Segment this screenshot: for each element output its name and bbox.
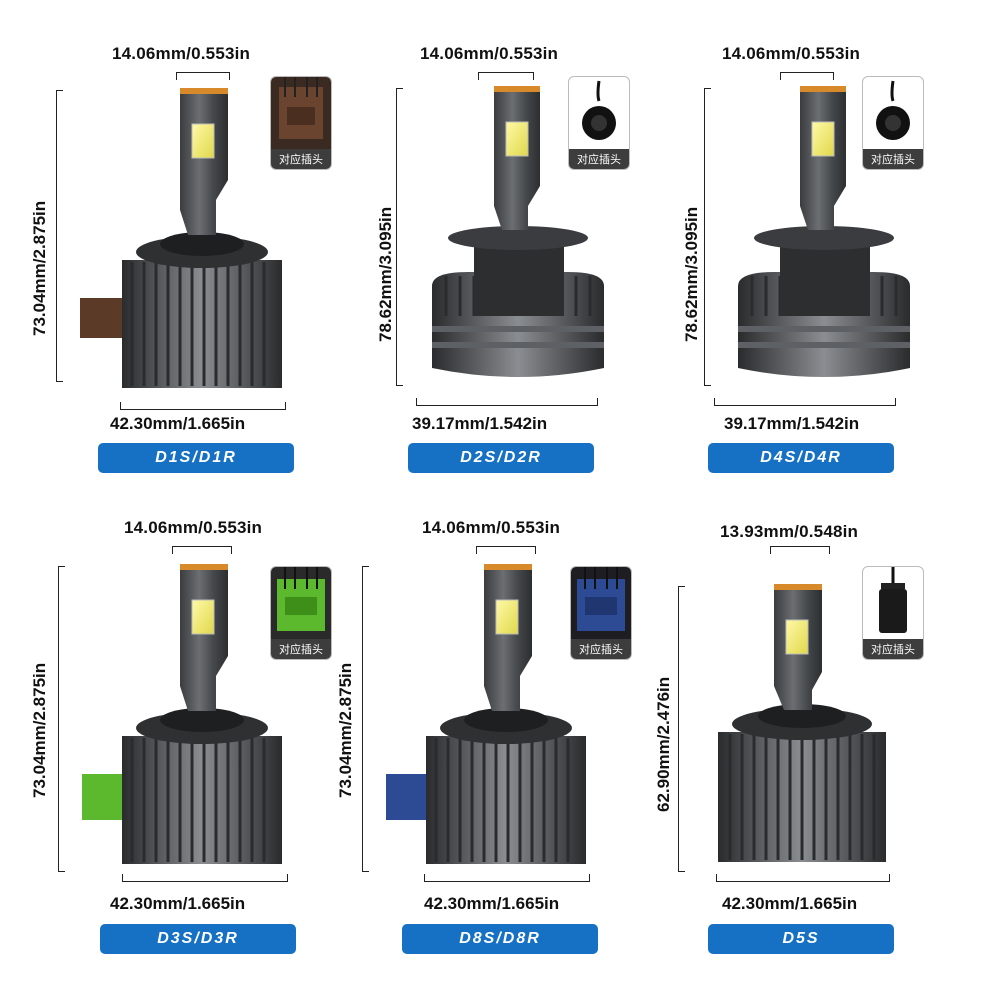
model-badge: D5S xyxy=(708,924,894,954)
connector-blue-icon xyxy=(571,567,631,639)
connector-label: 对应插头 xyxy=(571,639,631,659)
top-dimension: 14.06mm/0.553in xyxy=(422,518,561,537)
model-badge: D8S/D8R xyxy=(402,924,598,954)
connector-thumbnail: 对应插头 xyxy=(568,76,630,170)
side-dimension: 78.62mm/3.095in xyxy=(376,206,395,342)
product-panel-d8s: 14.06mm/0.553in 73.04mm/2.875in 对应插头 42.… xyxy=(330,500,650,990)
bottom-dimension-line xyxy=(424,874,590,882)
connector-thumbnail: 对应插头 xyxy=(570,566,632,660)
bottom-dimension-line xyxy=(416,398,598,406)
d3s-bulb-image xyxy=(82,564,282,864)
top-dimension: 14.06mm/0.553in xyxy=(124,518,263,537)
connector-green-icon xyxy=(271,567,331,639)
top-dimension-line xyxy=(176,72,230,80)
connector-thumbnail: 对应插头 xyxy=(862,76,924,170)
top-dimension-line xyxy=(780,72,834,80)
side-dimension: 62.90mm/2.476in xyxy=(654,676,673,812)
product-panel-d4s: 14.06mm/0.553in 78.62mm/3.095in 对应插头 39.… xyxy=(660,0,980,490)
model-badge: D1S/D1R xyxy=(98,443,294,473)
top-dimension: 14.06mm/0.553in xyxy=(112,44,251,63)
d2s-bulb-image xyxy=(432,86,604,377)
side-dimension-line xyxy=(362,566,369,872)
connector-label: 对应插头 xyxy=(863,149,923,169)
bottom-dimension-line xyxy=(122,874,288,882)
connector-thumbnail: 对应插头 xyxy=(270,76,332,170)
connector-label: 对应插头 xyxy=(569,149,629,169)
top-dimension-line xyxy=(478,72,534,80)
top-dimension: 14.06mm/0.553in xyxy=(420,44,559,63)
side-dimension-line xyxy=(58,566,65,872)
bottom-dimension: 39.17mm/1.542in xyxy=(412,414,548,433)
side-dimension: 73.04mm/2.875in xyxy=(336,662,355,798)
product-panel-d5s: 13.93mm/0.548in 62.90mm/2.476in 对应插头 42.… xyxy=(654,500,980,990)
connector-label: 对应插头 xyxy=(271,149,331,169)
product-panel-d2s: 14.06mm/0.553in 78.62mm/3.095in 对应插头 39.… xyxy=(340,0,660,490)
bottom-dimension-line xyxy=(120,402,286,410)
model-badge: D4S/D4R xyxy=(708,443,894,473)
bottom-dimension: 42.30mm/1.665in xyxy=(110,414,246,433)
d4s-bulb-image xyxy=(738,86,910,377)
top-dimension-line xyxy=(172,546,232,554)
product-panel-d1s: 14.06mm/0.553in 73.04mm/2.875in 对应插头 42.… xyxy=(0,0,332,490)
connector-thumbnail: 对应插头 xyxy=(862,566,924,660)
round-socket-icon xyxy=(582,80,616,140)
top-dimension-line xyxy=(476,546,536,554)
side-dimension-line xyxy=(678,586,685,872)
side-dimension: 73.04mm/2.875in xyxy=(30,200,49,336)
bottom-dimension-line xyxy=(716,874,890,882)
black-plug-icon xyxy=(879,567,907,633)
top-dimension: 14.06mm/0.553in xyxy=(722,44,861,63)
side-dimension-line xyxy=(704,88,711,386)
d1s-bulb-image xyxy=(80,88,282,388)
side-dimension-line xyxy=(396,88,403,386)
d8s-bulb-image xyxy=(386,564,586,864)
top-dimension-line xyxy=(770,546,830,554)
side-dimension: 78.62mm/3.095in xyxy=(682,206,701,342)
round-socket-icon xyxy=(876,80,910,140)
model-badge: D2S/D2R xyxy=(408,443,594,473)
connector-label: 对应插头 xyxy=(271,639,331,659)
connector-brown-icon xyxy=(271,77,331,149)
d5s-bulb-image xyxy=(718,584,886,862)
product-panel-d3s: 14.06mm/0.553in 73.04mm/2.875in 对应插头 42.… xyxy=(0,500,332,990)
side-dimension-line xyxy=(56,90,63,382)
side-dimension: 73.04mm/2.875in xyxy=(30,662,49,798)
connector-thumbnail: 对应插头 xyxy=(270,566,332,660)
top-dimension: 13.93mm/0.548in xyxy=(720,522,859,541)
bottom-dimension: 42.30mm/1.665in xyxy=(424,894,560,913)
connector-label: 对应插头 xyxy=(863,639,923,659)
bottom-dimension-line xyxy=(714,398,896,406)
bottom-dimension: 42.30mm/1.665in xyxy=(722,894,858,913)
model-badge: D3S/D3R xyxy=(100,924,296,954)
bottom-dimension: 42.30mm/1.665in xyxy=(110,894,246,913)
bottom-dimension: 39.17mm/1.542in xyxy=(724,414,860,433)
